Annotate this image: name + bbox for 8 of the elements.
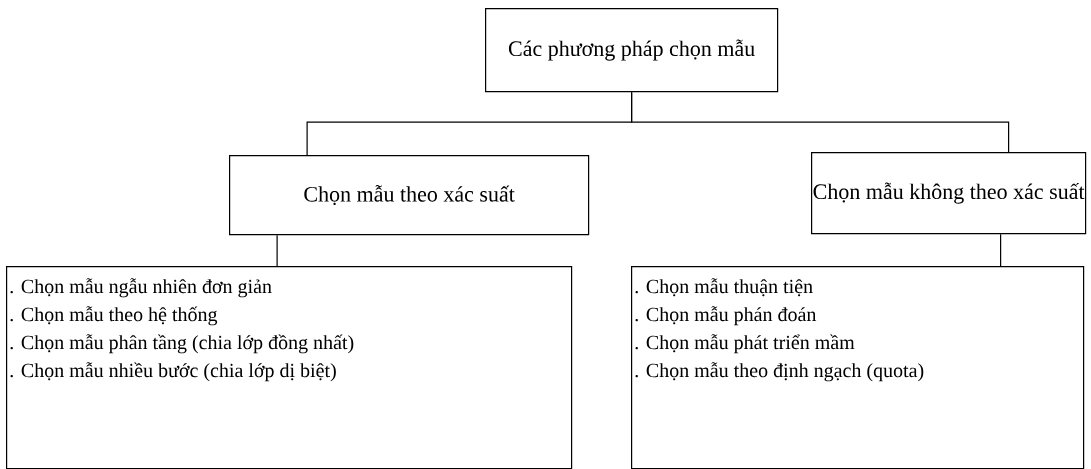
list-box: . Chọn mẫu ngẫu nhiên đơn giản . Chọn mẫu theo hệ thống . Chọn mẫu phân tầng (chia lớp đồng nhất) . Chọn mẫu nhiều bước (chia lớp dị biệt) xyxy=(6,266,573,469)
list-box: . Chọn mẫu thuận tiện . Chọn mẫu phán đoán . Chọn mẫu phát triển mầm . Chọn mẫu theo định ngạch (quota) xyxy=(631,266,1085,469)
category-box: Chọn mẫu theo xác suất xyxy=(229,155,590,236)
category-box: Chọn mẫu không theo xác suất xyxy=(811,152,1087,235)
connector-line xyxy=(631,91,1010,153)
connector-line xyxy=(276,234,278,267)
connector-line xyxy=(1000,233,1002,267)
heading-box: Các phương pháp chọn mẫu xyxy=(485,8,779,93)
